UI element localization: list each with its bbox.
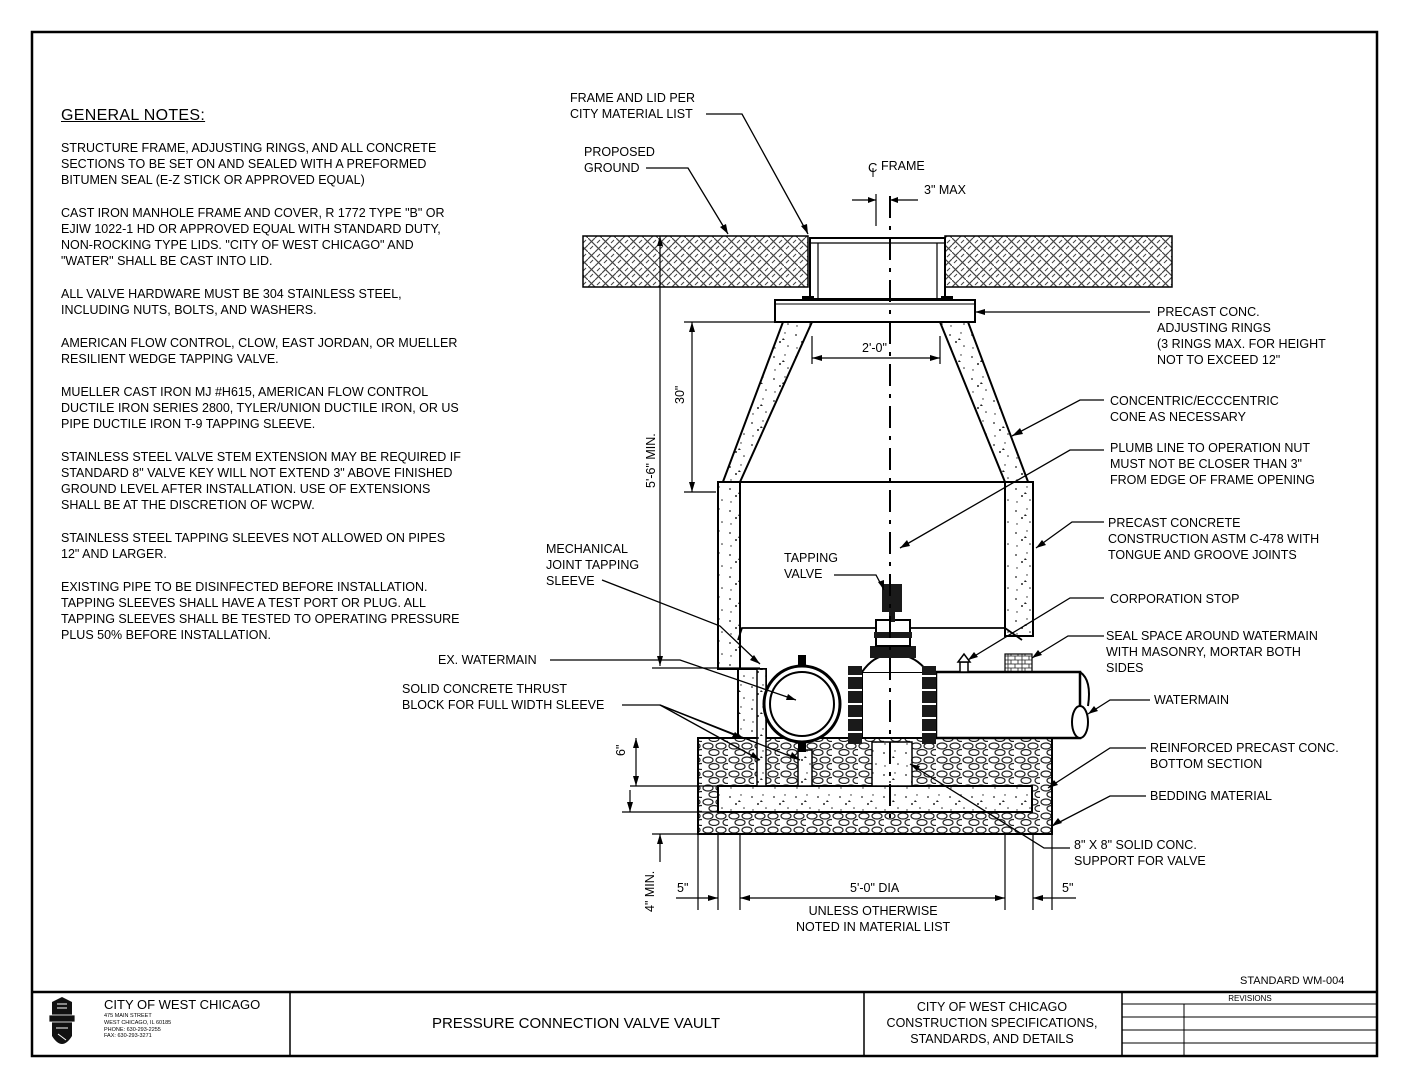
city-name: CITY OF WEST CHICAGO	[104, 997, 261, 1012]
label-frame-lid: FRAME AND LID PER CITY MATERIAL LIST	[570, 91, 696, 121]
label-tapping-valve: TAPPING VALVE	[784, 551, 838, 581]
label-unless: UNLESS OTHERWISE NOTED IN MATERIAL LIST	[796, 904, 951, 934]
note-item: STRUCTURE FRAME, ADJUSTING RINGS, AND AL…	[61, 141, 437, 187]
note-item: MUELLER CAST IRON MJ #H615, AMERICAN FLO…	[61, 385, 459, 431]
spec-title: CITY OF WEST CHICAGO CONSTRUCTION SPECIF…	[886, 1000, 1098, 1046]
svg-text:C: C	[868, 160, 877, 175]
label-five-in-right: 5"	[1062, 881, 1074, 895]
label-four-min: 4" MIN.	[643, 870, 657, 912]
label-mech-joint: MECHANICAL JOINT TAPPING SLEEVE	[546, 542, 640, 588]
label-ex-watermain: EX. WATERMAIN	[438, 653, 537, 667]
city-seal-icon	[48, 997, 76, 1044]
drawing-title: PRESSURE CONNECTION VALVE VAULT	[431, 1015, 721, 1032]
label-support: 8" X 8" SOLID CONC. SUPPORT FOR VALVE	[1074, 838, 1206, 868]
note-item: AMERICAN FLOW CONTROL, CLOW, EAST JORDAN…	[61, 336, 458, 366]
label-cone: CONCENTRIC/ECCCENTRIC CONE AS NECESSARY	[1110, 394, 1279, 424]
label-corporation-stop: CORPORATION STOP	[1110, 592, 1240, 606]
city-address: 475 MAIN STREET WEST CHICAGO, IL 60185 P…	[104, 1013, 172, 1040]
label-adjusting-rings: PRECAST CONC. ADJUSTING RINGS (3 RINGS M…	[1157, 305, 1326, 367]
label-precast-concrete: PRECAST CONCRETE CONSTRUCTION ASTM C-478…	[1108, 516, 1320, 562]
label-plumb-line: PLUMB LINE TO OPERATION NUT MUST NOT BE …	[1110, 441, 1315, 487]
label-cl-frame: FRAME	[881, 159, 925, 173]
label-bedding: BEDDING MATERIAL	[1150, 789, 1273, 803]
label-proposed-ground: PROPOSED GROUND	[584, 145, 655, 175]
revisions-header: REVISIONS	[1228, 994, 1272, 1003]
note-item: STAINLESS STEEL TAPPING SLEEVES NOT ALLO…	[61, 531, 446, 561]
label-five-in-left: 5"	[677, 881, 689, 895]
note-item: EXISTING PIPE TO BE DISINFECTED BEFORE I…	[61, 580, 460, 642]
label-bottom-section: REINFORCED PRECAST CONC. BOTTOM SECTION	[1150, 741, 1339, 771]
standard-number: STANDARD WM-004	[1240, 975, 1345, 987]
general-notes-title: GENERAL NOTES:	[61, 107, 206, 124]
label-six-in: 6"	[614, 744, 628, 756]
label-thrust-block: SOLID CONCRETE THRUST BLOCK FOR FULL WID…	[402, 682, 605, 712]
label-five-dia: 5'-0" DIA	[850, 881, 900, 895]
label-two-ft: 2'-0"	[862, 341, 887, 355]
note-item: CAST IRON MANHOLE FRAME AND COVER, R 177…	[61, 206, 445, 268]
note-item: STAINLESS STEEL VALVE STEM EXTENSION MAY…	[61, 450, 461, 512]
label-thirty-in: 30"	[673, 385, 687, 404]
label-three-max: 3" MAX	[924, 183, 966, 197]
label-five-six-min: 5'-6" MIN.	[644, 433, 658, 488]
general-notes: GENERAL NOTES: STRUCTURE FRAME, ADJUSTIN…	[61, 108, 521, 660]
note-item: ALL VALVE HARDWARE MUST BE 304 STAINLESS…	[61, 287, 402, 317]
label-watermain: WATERMAIN	[1154, 693, 1229, 707]
label-seal-space: SEAL SPACE AROUND WATERMAIN WITH MASONRY…	[1106, 629, 1318, 675]
